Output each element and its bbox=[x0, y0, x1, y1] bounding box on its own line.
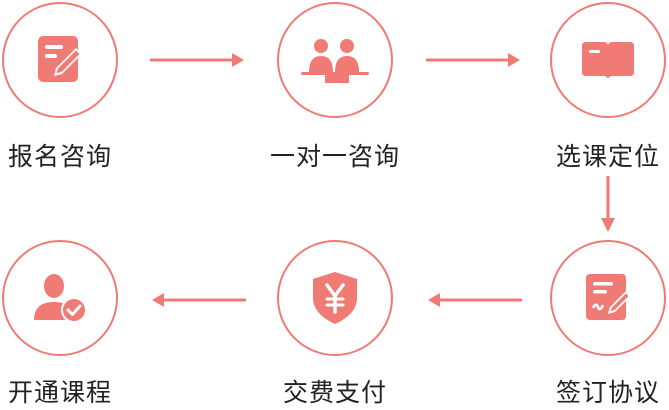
arrow-right-icon bbox=[150, 53, 244, 67]
step-circle bbox=[2, 240, 118, 356]
user-check-icon bbox=[34, 274, 87, 323]
step-circle bbox=[277, 240, 393, 356]
step-label: 签订协议 bbox=[555, 378, 660, 407]
step-label: 交费支付 bbox=[282, 378, 387, 407]
step-label: 一对一咨询 bbox=[269, 142, 400, 171]
arrow-left-icon bbox=[152, 293, 246, 307]
step-label: 开通课程 bbox=[7, 378, 112, 407]
step-circle bbox=[550, 2, 666, 118]
step-label: 报名咨询 bbox=[7, 142, 112, 171]
step-label: 选课定位 bbox=[555, 142, 660, 171]
yuan-shield-icon bbox=[313, 272, 357, 324]
form-pen-icon bbox=[38, 36, 82, 82]
arrow-right-icon bbox=[426, 53, 520, 67]
step-circle bbox=[550, 240, 666, 356]
open-book-icon bbox=[582, 42, 634, 79]
step-circle bbox=[2, 2, 118, 118]
arrow-down-icon bbox=[601, 176, 615, 232]
two-people-icon bbox=[301, 39, 369, 83]
sign-contract-icon bbox=[586, 274, 631, 320]
arrow-left-icon bbox=[428, 293, 522, 307]
step-circle bbox=[277, 2, 393, 118]
